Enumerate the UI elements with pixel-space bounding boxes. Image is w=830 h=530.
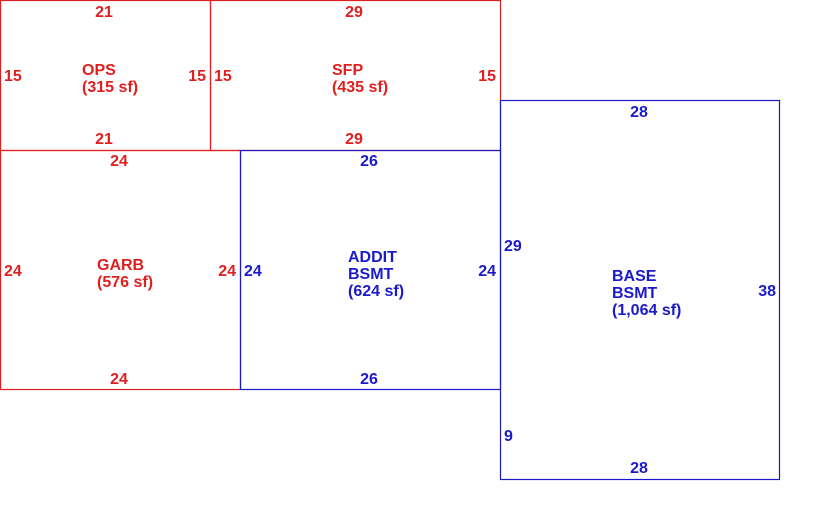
room-addit-bsmt-dim-bottom: 26 bbox=[360, 371, 378, 388]
room-addit-bsmt-dim-left: 24 bbox=[244, 263, 262, 280]
room-garb-dim-bottom: 24 bbox=[110, 371, 128, 388]
room-sfp-dim-left: 15 bbox=[214, 68, 232, 85]
room-addit-bsmt-dim-top: 26 bbox=[360, 153, 378, 170]
room-base-bsmt: 28 28 29 9 38 BASE BSMT (1,064 sf) bbox=[499, 99, 781, 481]
room-ops-name: OPS bbox=[82, 62, 116, 79]
room-base-bsmt-dim-right: 38 bbox=[758, 283, 776, 300]
room-ops-area: (315 sf) bbox=[82, 79, 138, 96]
room-sfp-dim-right: 15 bbox=[478, 68, 496, 85]
room-garb-area: (576 sf) bbox=[97, 274, 153, 291]
room-ops-dim-right: 15 bbox=[188, 68, 206, 85]
room-garb-dim-left: 24 bbox=[4, 263, 22, 280]
room-base-bsmt-dim-bottom: 28 bbox=[630, 460, 648, 477]
room-base-bsmt-dim-left-lower: 9 bbox=[504, 428, 513, 445]
room-base-bsmt-name-1: BASE bbox=[612, 268, 657, 285]
room-sfp: 29 29 15 15 SFP (435 sf) bbox=[209, 0, 502, 152]
room-ops-dim-top: 21 bbox=[95, 4, 113, 21]
room-garb: 24 24 24 24 GARB (576 sf) bbox=[0, 149, 242, 391]
room-base-bsmt-outline bbox=[499, 99, 781, 481]
room-base-bsmt-area: (1,064 sf) bbox=[612, 302, 681, 319]
room-sfp-dim-bottom: 29 bbox=[345, 131, 363, 148]
room-base-bsmt-dim-left-upper: 29 bbox=[504, 238, 522, 255]
room-addit-bsmt-area: (624 sf) bbox=[348, 283, 404, 300]
room-sfp-name: SFP bbox=[332, 62, 363, 79]
room-ops: 21 21 15 15 OPS (315 sf) bbox=[0, 0, 212, 152]
room-garb-dim-top: 24 bbox=[110, 153, 128, 170]
room-sfp-dim-top: 29 bbox=[345, 4, 363, 21]
room-garb-dim-right: 24 bbox=[218, 263, 236, 280]
room-base-bsmt-dim-top: 28 bbox=[630, 104, 648, 121]
room-garb-name: GARB bbox=[97, 257, 144, 274]
room-addit-bsmt-dim-right: 24 bbox=[478, 263, 496, 280]
room-ops-dim-left: 15 bbox=[4, 68, 22, 85]
room-addit-bsmt-name-2: BSMT bbox=[348, 266, 394, 283]
room-sfp-area: (435 sf) bbox=[332, 79, 388, 96]
room-ops-dim-bottom: 21 bbox=[95, 131, 113, 148]
room-base-bsmt-name-2: BSMT bbox=[612, 285, 658, 302]
room-addit-bsmt-name-1: ADDIT bbox=[348, 249, 397, 266]
room-addit-bsmt: 26 26 24 24 ADDIT BSMT (624 sf) bbox=[239, 149, 502, 391]
